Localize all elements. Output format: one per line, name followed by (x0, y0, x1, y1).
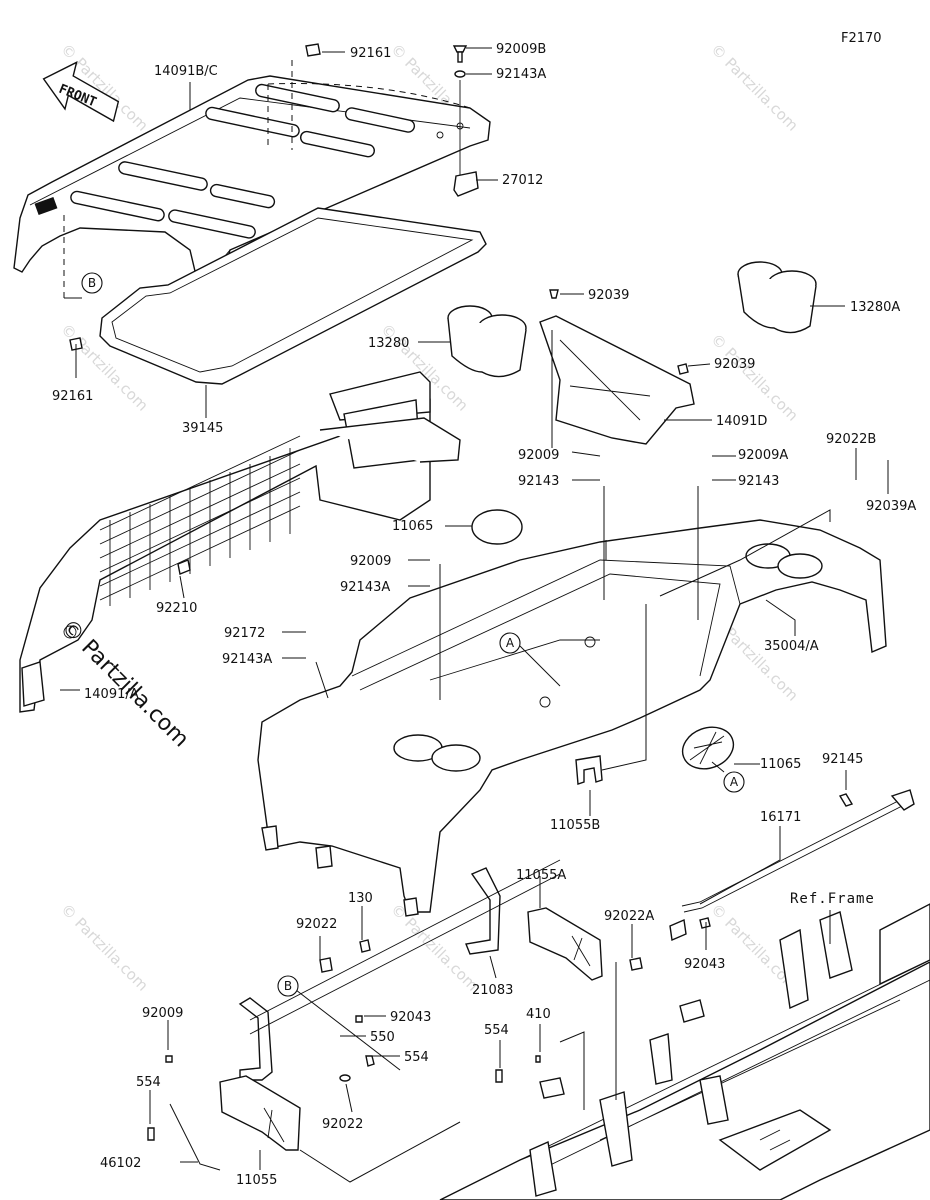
label-92143-mid: 92143 (518, 474, 559, 489)
callout-b-upper: B (64, 272, 103, 299)
callout-label: B (284, 979, 292, 993)
label-92039-a: 92039 (588, 288, 629, 303)
callout-a-upper: A (499, 632, 521, 654)
label-554-c: 554 (136, 1075, 161, 1090)
leader-lines (60, 47, 889, 1183)
clip-92210 (177, 559, 191, 575)
label-92009-b2: 92009 (350, 554, 391, 569)
label-92143a-mid: 92143A (340, 580, 390, 595)
label-21083: 21083 (472, 983, 513, 998)
label-92022-a: 92022 (296, 917, 337, 932)
roof-seal (99, 207, 487, 385)
label-92172: 92172 (224, 626, 265, 641)
callout-label: A (506, 636, 515, 650)
bracket-11055b (575, 755, 603, 785)
label-554-b: 554 (404, 1050, 429, 1065)
label-92009-mid: 92009 (518, 448, 559, 463)
rear-body-35004a (257, 519, 887, 917)
vehicle-frame (439, 903, 930, 1200)
callout-label: A (730, 775, 739, 789)
label-92210: 92210 (156, 601, 197, 616)
watermark: © Partzilla.com (57, 900, 152, 995)
label-16171: 16171 (760, 810, 801, 825)
fasteners-lower (147, 917, 711, 1141)
label-92009-low: 92009 (142, 1006, 183, 1021)
label-11065-top: 11065 (392, 519, 433, 534)
label-13280: 13280 (368, 336, 409, 351)
rod-46102 (169, 1103, 221, 1171)
bolt-group-top (452, 45, 479, 197)
label-410: 410 (526, 1007, 551, 1022)
bracket-11055a (527, 907, 603, 981)
label-92143a-top: 92143A (496, 67, 546, 82)
watermark-main: © Partzilla.com (56, 615, 194, 753)
label-92022b: 92022B (826, 432, 876, 447)
bracket-14091d (539, 289, 695, 445)
rod-16171 (669, 789, 915, 942)
roof-panel (13, 60, 491, 306)
label-11055: 11055 (236, 1173, 277, 1188)
label-11055b: 11055B (550, 818, 600, 833)
label-46102: 46102 (100, 1156, 141, 1171)
label-35004a: 35004/A (764, 639, 819, 654)
label-14091bc: 14091B/C (154, 64, 218, 79)
label-92009b: 92009B (496, 42, 546, 57)
label-92022-b: 92022 (322, 1117, 363, 1132)
callout-label: B (88, 276, 96, 290)
label-14091a: 14091/A (84, 687, 139, 702)
lid-11065-right (681, 726, 735, 770)
watermark: © Partzilla.com (707, 40, 802, 135)
label-92145: 92145 (822, 752, 863, 767)
label-92143a-low: 92143A (222, 652, 272, 667)
callout-a-right: A (723, 771, 745, 793)
cup-holder-13280 (447, 305, 527, 378)
label-14091d: 14091D (716, 414, 767, 429)
callout-b-lower: B (277, 975, 299, 997)
label-92039a: 92039A (866, 499, 916, 514)
bracket-21083 (465, 867, 501, 955)
label-39145: 39145 (182, 421, 223, 436)
label-13280a: 13280A (850, 300, 900, 315)
label-92022a: 92022A (604, 909, 654, 924)
label-130: 130 (348, 891, 373, 906)
bracket-11055 (219, 1075, 301, 1151)
label-92039-b: 92039 (714, 357, 755, 372)
figure-code: F2170 (841, 31, 882, 46)
label-11065-right: 11065 (760, 757, 801, 772)
label-92009a: 92009A (738, 448, 788, 463)
label-92143-right: 92143 (738, 474, 779, 489)
part-labels: F2170 14091B/C 92161 92009B 92143A 27012… (52, 31, 916, 1188)
label-27012: 27012 (502, 173, 543, 188)
label-550: 550 (370, 1030, 395, 1045)
clip-92161-top (305, 43, 321, 57)
part-92145 (838, 793, 854, 807)
cup-holder-13280a (737, 261, 817, 334)
lid-11065-top (471, 509, 523, 545)
watermark: © Partzilla.com (707, 330, 802, 425)
bracket-lower-left (238, 859, 643, 1081)
label-92161-left: 92161 (52, 389, 93, 404)
front-dash-14091a (19, 371, 461, 713)
label-554-a: 554 (484, 1023, 509, 1038)
label-ref-frame: Ref.Frame (790, 891, 875, 907)
label-92043-low: 92043 (390, 1010, 431, 1025)
label-92161-top: 92161 (350, 46, 391, 61)
label-92043-right: 92043 (684, 957, 725, 972)
label-11055a: 11055A (516, 868, 566, 883)
